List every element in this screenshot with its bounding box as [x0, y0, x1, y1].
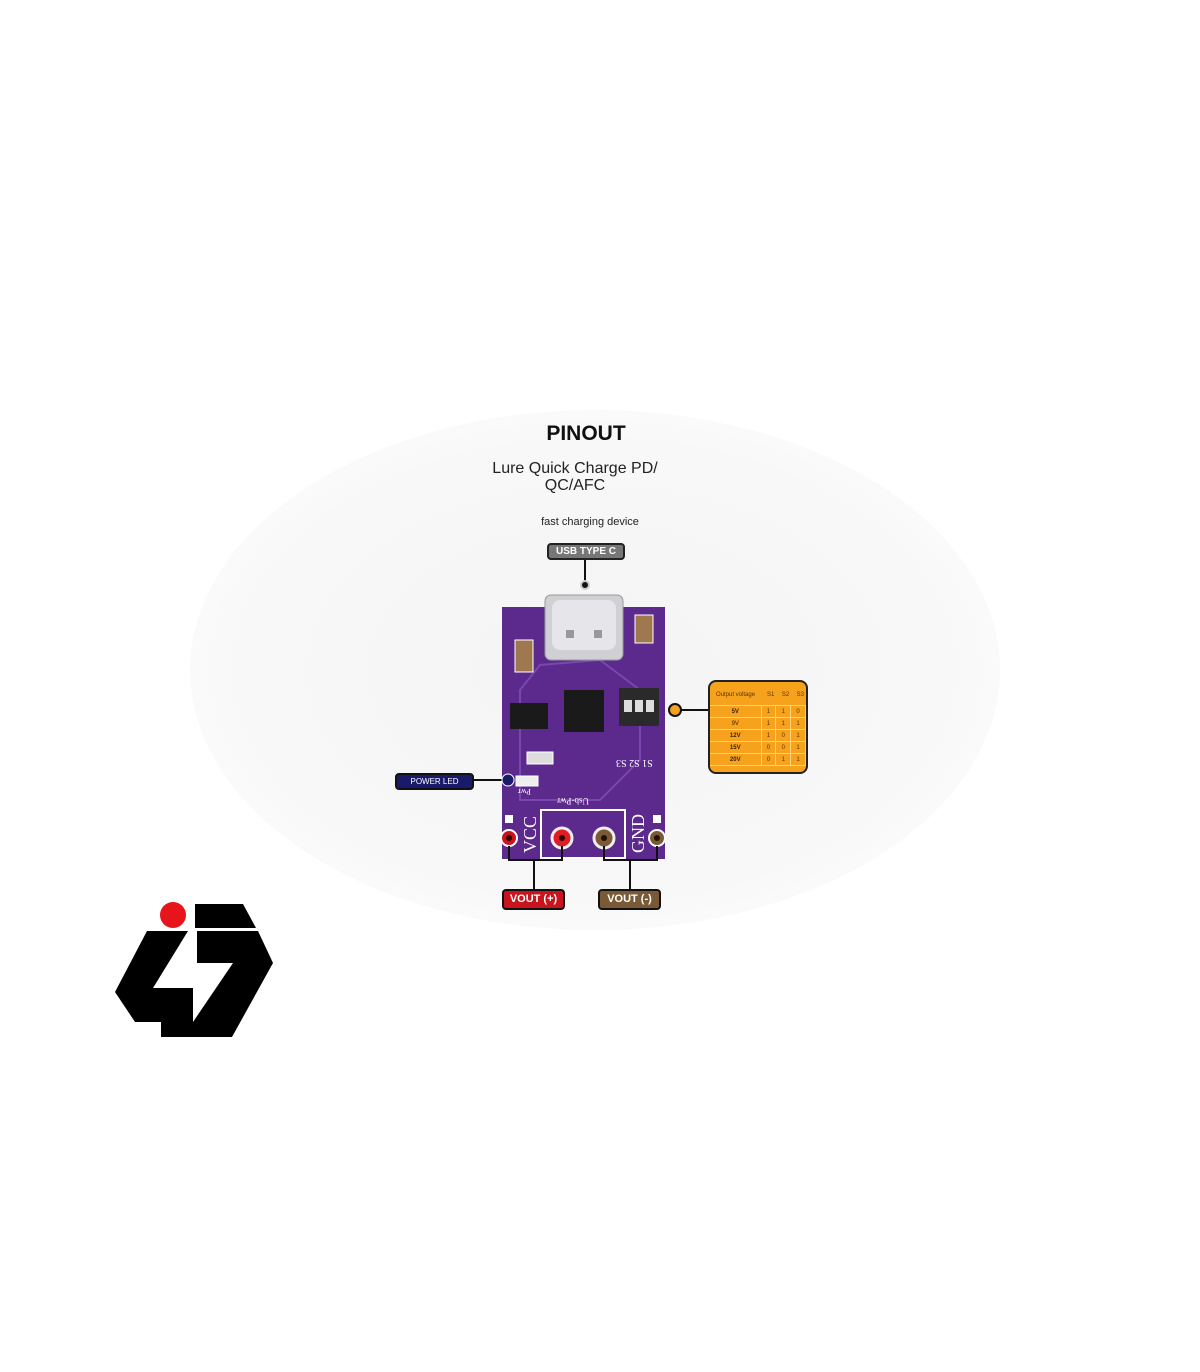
s1-cell: 1	[761, 729, 777, 742]
table-header: Output voltage S1 S2 S3	[710, 685, 806, 706]
description: fast charging device	[541, 516, 639, 528]
power-led-label: POWER LED	[395, 773, 474, 790]
s3-cell: 0	[790, 705, 806, 718]
header-s3: S3	[790, 685, 806, 706]
voltage-cell: 12V	[710, 729, 762, 742]
header-s1: S1	[761, 685, 776, 706]
header-s2: S2	[775, 685, 791, 706]
vout-negative-label: VOUT (-)	[598, 889, 661, 910]
s2-cell: 0	[775, 729, 792, 742]
s3-cell: 1	[790, 729, 806, 742]
s3-cell: 1	[790, 741, 806, 754]
s2-cell: 0	[775, 741, 792, 754]
vout-pos-bracket	[508, 846, 563, 890]
silk-switches: S1 S2 S3	[616, 757, 653, 768]
subtitle: Lure Quick Charge PD/ QC/AFC	[492, 460, 658, 494]
page-title: PINOUT	[546, 422, 626, 445]
silk-usb-pwr: Usb-Pwr	[557, 796, 590, 806]
silk-vcc: VCC	[520, 815, 540, 853]
s3-cell: 1	[790, 753, 806, 766]
s1-cell: 0	[761, 753, 777, 766]
vout-positive-label: VOUT (+)	[502, 889, 565, 910]
pcb-board	[500, 594, 666, 859]
header-output-voltage: Output voltage	[710, 685, 761, 706]
s1-cell: 1	[761, 705, 777, 718]
s2-cell: 1	[775, 753, 792, 766]
voltage-cell: 9V	[710, 717, 762, 730]
silk-pwr: Pwr	[518, 787, 531, 796]
voltage-cell: 20V	[710, 753, 762, 766]
voltage-cell: 5V	[710, 705, 762, 718]
s3-cell: 1	[790, 717, 806, 730]
brand-logo	[115, 902, 273, 1037]
s1-cell: 1	[761, 717, 777, 730]
s2-cell: 1	[775, 717, 792, 730]
silk-gnd: GND	[628, 814, 648, 853]
s1-cell: 0	[761, 741, 777, 754]
usb-type-c-label: USB TYPE C	[547, 543, 625, 560]
voltage-cell: 15V	[710, 741, 762, 754]
vout-neg-bracket	[603, 846, 658, 890]
s2-cell: 1	[775, 705, 792, 718]
